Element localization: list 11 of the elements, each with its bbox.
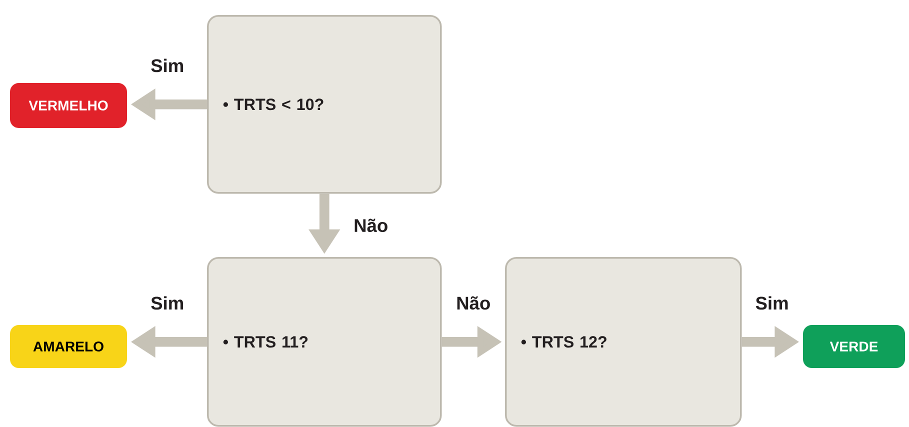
edge-label: Não [350,215,392,236]
decision-box: • TRTS < 10? [207,15,442,194]
decision-box: • TRTS 12? [505,257,742,427]
result-pill: VERDE [803,325,905,368]
decision-box: • TRTS 11? [207,257,442,427]
result-pill: VERMELHO [10,83,127,128]
result-pill: AMARELO [10,325,127,368]
edge-label: Não [452,292,494,314]
edge-label: Sim [147,292,188,314]
edge-label: Sim [752,292,792,314]
edge-label: Sim [147,55,188,76]
